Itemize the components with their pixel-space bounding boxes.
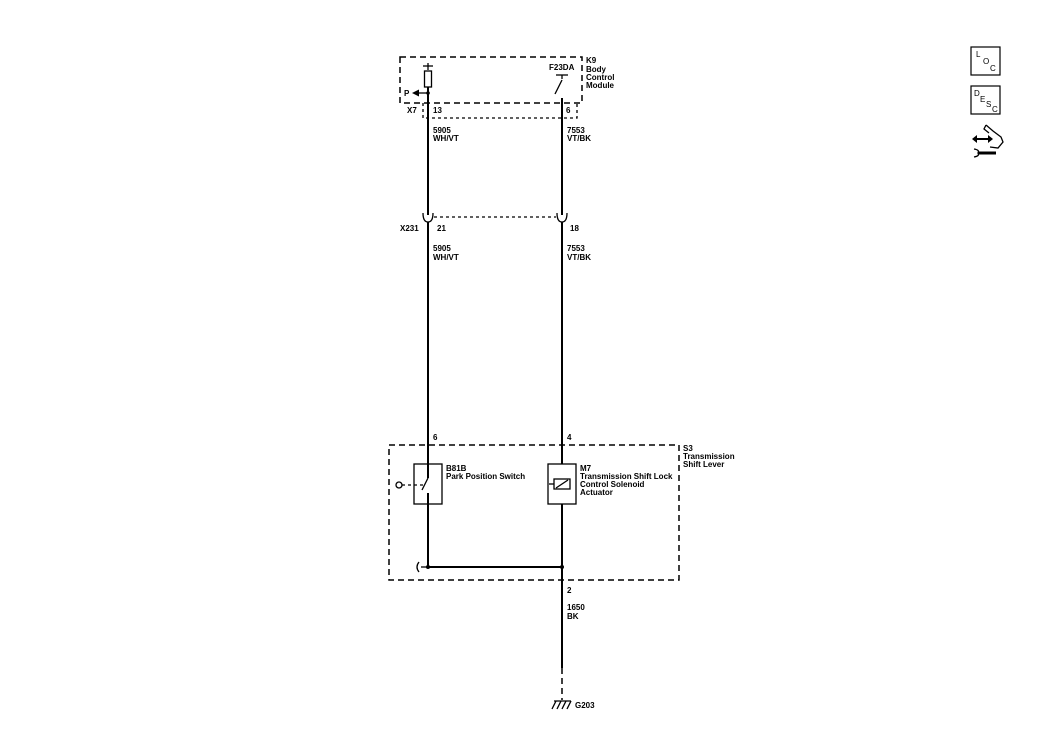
desc-letter: C bbox=[992, 105, 998, 114]
description-icon[interactable]: D E S C bbox=[970, 85, 1001, 115]
b81b-name: Park Position Switch bbox=[446, 472, 525, 481]
s3-transmission-shift-lever[interactable]: S3 Transmission Shift Lever 6 4 2 bbox=[388, 433, 735, 595]
switch-icon bbox=[395, 464, 429, 504]
m7-shift-lock-solenoid[interactable]: M7 Transmission Shift Lock Control Solen… bbox=[547, 463, 673, 505]
splice-dot bbox=[560, 565, 564, 569]
s3-pin-right: 4 bbox=[567, 433, 572, 442]
k9-name-3: Module bbox=[586, 81, 615, 90]
x231-ref: X231 bbox=[400, 224, 419, 233]
k9-boundary bbox=[399, 56, 583, 104]
wire-upper-right-circuit: 7553 bbox=[567, 126, 585, 135]
k9-body-control-module[interactable]: K9 Body Control Module P F23DA bbox=[399, 56, 615, 104]
fuse-icon bbox=[423, 63, 433, 93]
desc-letter: D bbox=[974, 89, 980, 98]
x231-pin-left: 21 bbox=[437, 224, 446, 233]
ground-ref: G203 bbox=[575, 701, 595, 710]
x7-pin-right: 6 bbox=[566, 106, 571, 115]
wire-ground-circuit: 1650 bbox=[567, 603, 585, 612]
s3-name-1: Transmission bbox=[683, 452, 735, 461]
k9-ref: K9 bbox=[586, 56, 597, 65]
wire-ground-color: BK bbox=[567, 612, 579, 621]
hand-wrench-icon[interactable] bbox=[972, 124, 1004, 158]
solenoid-coil-icon bbox=[549, 478, 571, 490]
m7-name-2: Control Solenoid bbox=[580, 480, 645, 489]
k9-name-1: Body bbox=[586, 65, 607, 74]
x7-connector[interactable]: X7 13 6 bbox=[407, 103, 578, 119]
location-icon[interactable]: L O C bbox=[970, 46, 1001, 76]
desc-letter: E bbox=[980, 95, 985, 104]
s3-pin-ground: 2 bbox=[567, 586, 572, 595]
k9-name-2: Control bbox=[586, 73, 614, 82]
x231-pin-right: 18 bbox=[570, 224, 579, 233]
loc-letter: O bbox=[983, 57, 989, 66]
wire-upper-left-color: WH/VT bbox=[433, 134, 459, 143]
wire-lower-left-circuit: 5905 bbox=[433, 244, 451, 253]
ground-icon bbox=[551, 700, 572, 710]
wire-upper-right-color: VT/BK bbox=[567, 134, 591, 143]
wire-upper-left-circuit: 5905 bbox=[433, 126, 451, 135]
break-icon bbox=[416, 561, 420, 573]
x7-ref: X7 bbox=[407, 106, 417, 115]
s3-ref: S3 bbox=[683, 444, 693, 453]
s3-name-2: Shift Lever bbox=[683, 460, 724, 469]
wire-lower-right-circuit: 7553 bbox=[567, 244, 585, 253]
output-label: P bbox=[404, 89, 410, 98]
switch-icon bbox=[554, 74, 568, 95]
s3-pin-left: 6 bbox=[433, 433, 438, 442]
fuse-label: F23DA bbox=[549, 63, 575, 72]
x231-connector[interactable]: X231 21 18 bbox=[400, 212, 579, 233]
desc-letter: S bbox=[986, 100, 991, 109]
wire-lower-left-color: WH/VT bbox=[433, 253, 459, 262]
wire-lower-right-color: VT/BK bbox=[567, 253, 591, 262]
m7-ref: M7 bbox=[580, 464, 592, 473]
x7-pin-left: 13 bbox=[433, 106, 442, 115]
loc-letter: C bbox=[990, 64, 996, 73]
loc-letter: L bbox=[976, 50, 981, 59]
s3-boundary bbox=[388, 444, 680, 581]
b81b-park-position-switch[interactable]: B81B Park Position Switch bbox=[395, 463, 525, 505]
b81b-ref: B81B bbox=[446, 464, 467, 473]
m7-name-1: Transmission Shift Lock bbox=[580, 472, 673, 481]
m7-name-3: Actuator bbox=[580, 488, 613, 497]
